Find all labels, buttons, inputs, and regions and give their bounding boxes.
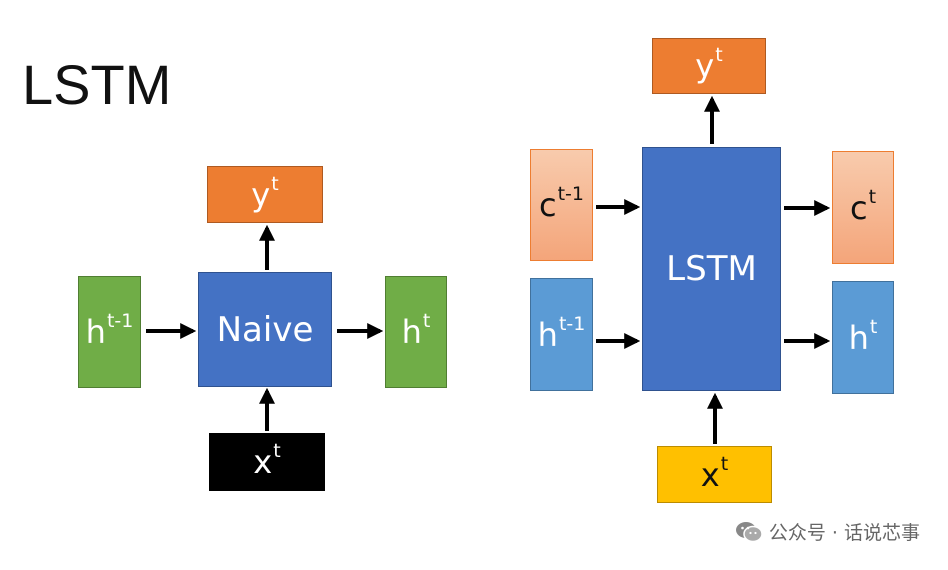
naive-input-x-label: xt xyxy=(253,440,281,481)
watermark-text: 公众号 · 话说芯事 xyxy=(768,522,920,544)
lstm-hidden-prev-label: ht-1 xyxy=(537,312,586,354)
lstm-cell-box: LSTM xyxy=(642,147,781,391)
naive-output-y-label: yt xyxy=(251,172,279,214)
lstm-cell-label: LSTM xyxy=(666,249,757,289)
watermark: 公众号 · 话说芯事 xyxy=(735,518,920,545)
lstm-cell-state-out-label: ct xyxy=(849,185,877,227)
wechat-icon xyxy=(735,521,763,543)
naive-hidden-out-box: ht xyxy=(385,276,447,388)
lstm-cell-state-prev-label: ct-1 xyxy=(539,183,584,224)
naive-output-y-box: yt xyxy=(207,166,323,223)
lstm-cell-state-out-box: ct xyxy=(832,151,894,264)
lstm-input-x-label: xt xyxy=(700,452,729,494)
naive-input-x-box: xt xyxy=(209,433,325,491)
naive-cell-box: Naive xyxy=(198,272,332,387)
naive-hidden-prev-box: ht-1 xyxy=(78,276,141,388)
naive-hidden-out-label: ht xyxy=(401,310,431,351)
lstm-output-y-box: yt xyxy=(652,38,766,94)
lstm-input-x-box: xt xyxy=(657,446,772,503)
naive-cell-label: Naive xyxy=(216,309,314,350)
page-title: LSTM xyxy=(22,53,172,116)
lstm-cell-state-prev-box: ct-1 xyxy=(530,149,593,261)
lstm-hidden-prev-box: ht-1 xyxy=(530,278,593,391)
lstm-output-y-label: yt xyxy=(695,44,723,85)
naive-hidden-prev-label: ht-1 xyxy=(85,310,134,351)
lstm-hidden-out-box: ht xyxy=(832,281,894,394)
lstm-hidden-out-label: ht xyxy=(848,315,878,357)
